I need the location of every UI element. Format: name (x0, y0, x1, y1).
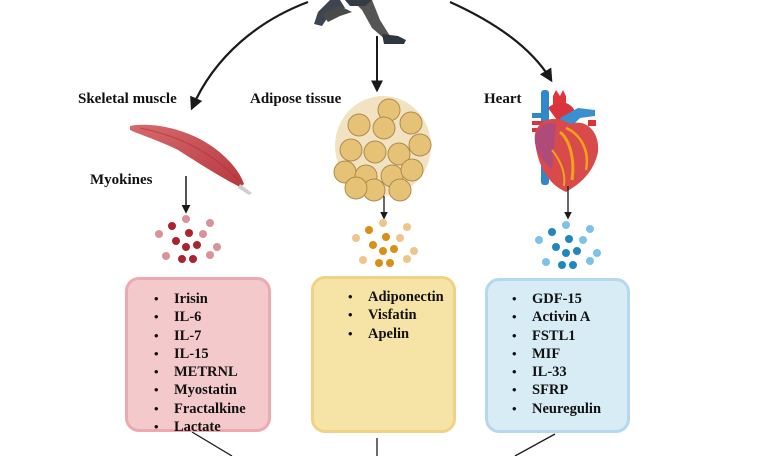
list-item: Myostatin (154, 381, 268, 399)
secreted-molecule-dot (548, 228, 556, 236)
secreted-molecule-dot (382, 233, 390, 241)
secreted-molecule-dot (178, 255, 186, 263)
fat-cell (347, 113, 371, 137)
adipokine-dots (352, 219, 418, 267)
secreted-molecule-dot (182, 243, 190, 251)
secreted-molecule-dot (182, 215, 190, 223)
secreted-molecule-dot (586, 257, 594, 265)
list-item: GDF-15 (512, 290, 627, 308)
skeletal-muscle-label: Skeletal muscle (78, 91, 177, 107)
myokines-box: Irisin IL-6 IL-7 IL-15 METRNL Myostatin … (125, 277, 271, 435)
list-item: Activin A (512, 308, 627, 326)
secreted-molecule-dot (586, 225, 594, 233)
secreted-molecule-dot (193, 241, 201, 249)
secreted-molecule-dot (199, 230, 207, 238)
fat-cell (400, 158, 424, 182)
adipose-tissue-icon (333, 96, 432, 202)
list-item: IL-7 (154, 327, 268, 345)
secreted-molecule-dot (558, 261, 566, 269)
runner-icon (314, 0, 406, 44)
secreted-molecule-dot (396, 234, 404, 242)
arrow-to-muscle (190, 0, 309, 111)
list-item: FSTL1 (512, 327, 627, 345)
secreted-molecule-dot (155, 230, 163, 238)
heart-icon (532, 90, 599, 192)
secreted-molecule-dot (569, 261, 577, 269)
list-item: Adiponectin (348, 288, 453, 306)
list-item: IL-15 (154, 345, 268, 363)
cardiokines-box: GDF-15 Activin A FSTL1 MIF IL-33 SFRP Ne… (485, 278, 630, 433)
adipokines-box: Adiponectin Visfatin Apelin (311, 276, 456, 433)
secreted-molecule-dot (213, 243, 221, 251)
adipose-tissue-label: Adipose tissue (250, 91, 342, 107)
cardiokines-list: GDF-15 Activin A FSTL1 MIF IL-33 SFRP Ne… (512, 290, 627, 418)
fat-cell (372, 116, 396, 140)
secreted-molecule-dot (379, 247, 387, 255)
secreted-molecule-dot (168, 222, 176, 230)
secreted-molecule-dot (410, 247, 418, 255)
secreted-molecule-dot (185, 229, 193, 237)
secreted-molecule-dot (562, 221, 570, 229)
fat-cell (408, 133, 432, 157)
list-item: Fractalkine (154, 400, 268, 418)
list-item: Irisin (154, 290, 268, 308)
myokines-label: Myokines (90, 172, 153, 188)
fat-cell (388, 178, 412, 202)
list-item: Lactate (154, 418, 268, 436)
secreted-molecule-dot (403, 255, 411, 263)
fat-cell (344, 176, 368, 200)
fat-cell (399, 111, 423, 135)
list-item: MIF (512, 345, 627, 363)
connector-heart (514, 433, 556, 456)
secreted-molecule-dot (206, 219, 214, 227)
secreted-molecule-dot (189, 255, 197, 263)
heart-label: Heart (484, 91, 522, 107)
fat-cell (363, 140, 387, 164)
list-item: Neuregulin (512, 400, 627, 418)
secreted-molecule-dot (542, 258, 550, 266)
secreted-molecule-dot (172, 237, 180, 245)
secreted-molecule-dot (206, 251, 214, 259)
fat-cell (339, 138, 363, 162)
secreted-molecule-dot (562, 249, 570, 257)
list-item: IL-6 (154, 308, 268, 326)
fat-cell (387, 142, 411, 166)
secreted-molecule-dot (375, 259, 383, 267)
myokine-dots (155, 215, 221, 263)
secreted-molecule-dot (390, 245, 398, 253)
cardiokine-dots (535, 221, 601, 269)
list-item: IL-33 (512, 363, 627, 381)
secreted-molecule-dot (573, 247, 581, 255)
secreted-molecule-dot (365, 226, 373, 234)
secreted-molecule-dot (352, 234, 360, 242)
adipokines-list: Adiponectin Visfatin Apelin (348, 288, 453, 343)
secreted-molecule-dot (552, 243, 560, 251)
secreted-molecule-dot (369, 241, 377, 249)
list-item: Apelin (348, 325, 453, 343)
skeletal-muscle-icon (130, 124, 252, 195)
secreted-molecule-dot (359, 256, 367, 264)
list-item: METRNL (154, 363, 268, 381)
secreted-molecule-dot (565, 235, 573, 243)
arrow-to-heart (449, 0, 553, 83)
secreted-molecule-dot (379, 219, 387, 227)
secreted-molecule-dot (162, 252, 170, 260)
secreted-molecule-dot (386, 259, 394, 267)
secreted-molecule-dot (535, 236, 543, 244)
secreted-molecule-dot (579, 236, 587, 244)
list-item: SFRP (512, 381, 627, 399)
secreted-molecule-dot (593, 249, 601, 257)
secreted-molecule-dot (403, 223, 411, 231)
list-item: Visfatin (348, 306, 453, 324)
myokines-list: Irisin IL-6 IL-7 IL-15 METRNL Myostatin … (154, 290, 268, 436)
